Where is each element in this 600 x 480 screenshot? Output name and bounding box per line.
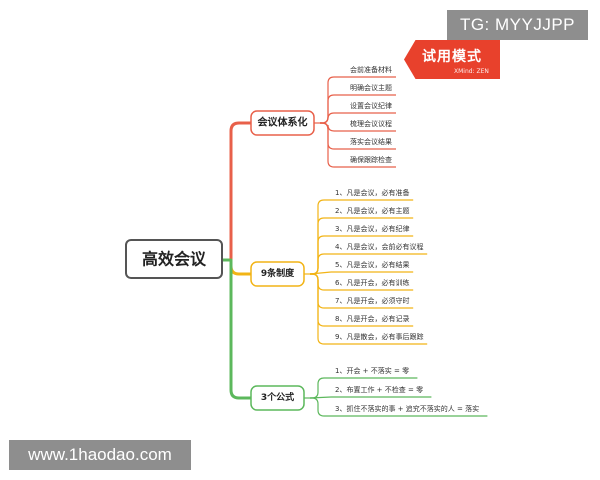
item-connector <box>310 253 331 275</box>
mindmap-subtopic: 2、布置工作 + 不检查 = 零 <box>335 385 423 394</box>
item-connector <box>320 76 346 124</box>
mindmap-subtopic: 8、凡是开会，必有记录 <box>335 314 409 323</box>
branch-trunk-1 <box>229 121 253 262</box>
trial-mode-badge: 试用模式 XMind: ZEN <box>404 40 500 79</box>
item-connector <box>310 217 331 275</box>
item-connector <box>320 122 346 168</box>
root-label: 高效会议 <box>142 250 207 269</box>
item-connector <box>310 273 331 345</box>
trial-mode-label: 试用模式 <box>422 49 482 65</box>
item-connector <box>310 273 331 291</box>
branch-node-3[interactable] <box>250 385 305 411</box>
item-connector <box>310 377 331 399</box>
branch-node-2[interactable] <box>250 261 305 287</box>
mindmap-subtopic: 落实会议结果 <box>350 137 392 146</box>
branch-label-2: 9条制度 <box>261 267 295 279</box>
item-connector <box>320 112 346 124</box>
mindmap-subtopic: 5、凡是会议，必有结果 <box>335 260 409 269</box>
mindmap-subtopic: 6、凡是开会，必有训练 <box>335 278 409 287</box>
item-connector <box>310 273 331 327</box>
branch-label-3: 3个公式 <box>261 391 294 403</box>
branch-trunk-2 <box>229 258 253 276</box>
mindmap-subtopic: 确保跟踪检查 <box>350 155 392 164</box>
mindmap-subtopic: 1、开会 + 不落实 = 零 <box>335 366 409 375</box>
mindmap-subtopic: 设置会议纪律 <box>350 101 392 110</box>
mindmap-subtopic: 2、凡是会议，必有主题 <box>335 206 409 215</box>
item-connector <box>310 273 331 309</box>
item-connector <box>320 122 346 132</box>
site-watermark: www.1haodao.com <box>9 440 191 470</box>
xmind-zen-label: XMind: ZEN <box>454 68 489 75</box>
mindmap-subtopic: 3、凡是会议，必有纪律 <box>335 224 409 233</box>
mindmap-subtopic: 9、凡是散会，必有事后跟踪 <box>335 332 423 341</box>
mindmap-subtopic: 梳理会议议程 <box>350 119 392 128</box>
mindmap-subtopic: 1、凡是会议，必有准备 <box>335 188 409 197</box>
mindmap-subtopic: 3、抓住不落实的事 + 追究不落实的人 = 落实 <box>335 404 479 413</box>
mindmap-subtopic: 7、凡是开会，必须守时 <box>335 296 409 305</box>
mindmap-subtopic: 4、凡是会议，会前必有议程 <box>335 242 423 251</box>
branch-label-1: 会议体系化 <box>258 116 308 129</box>
branch-trunk-3 <box>229 258 253 400</box>
item-connector <box>320 94 346 124</box>
item-connector <box>320 122 346 150</box>
branch-node-1[interactable] <box>250 110 315 136</box>
root-node[interactable] <box>125 239 223 279</box>
item-connector <box>310 397 331 417</box>
tg-watermark: TG: MYYJJPP <box>447 10 588 40</box>
mindmap-subtopic: 明确会议主题 <box>350 83 392 92</box>
mindmap-subtopic: 会前准备材料 <box>350 65 392 74</box>
